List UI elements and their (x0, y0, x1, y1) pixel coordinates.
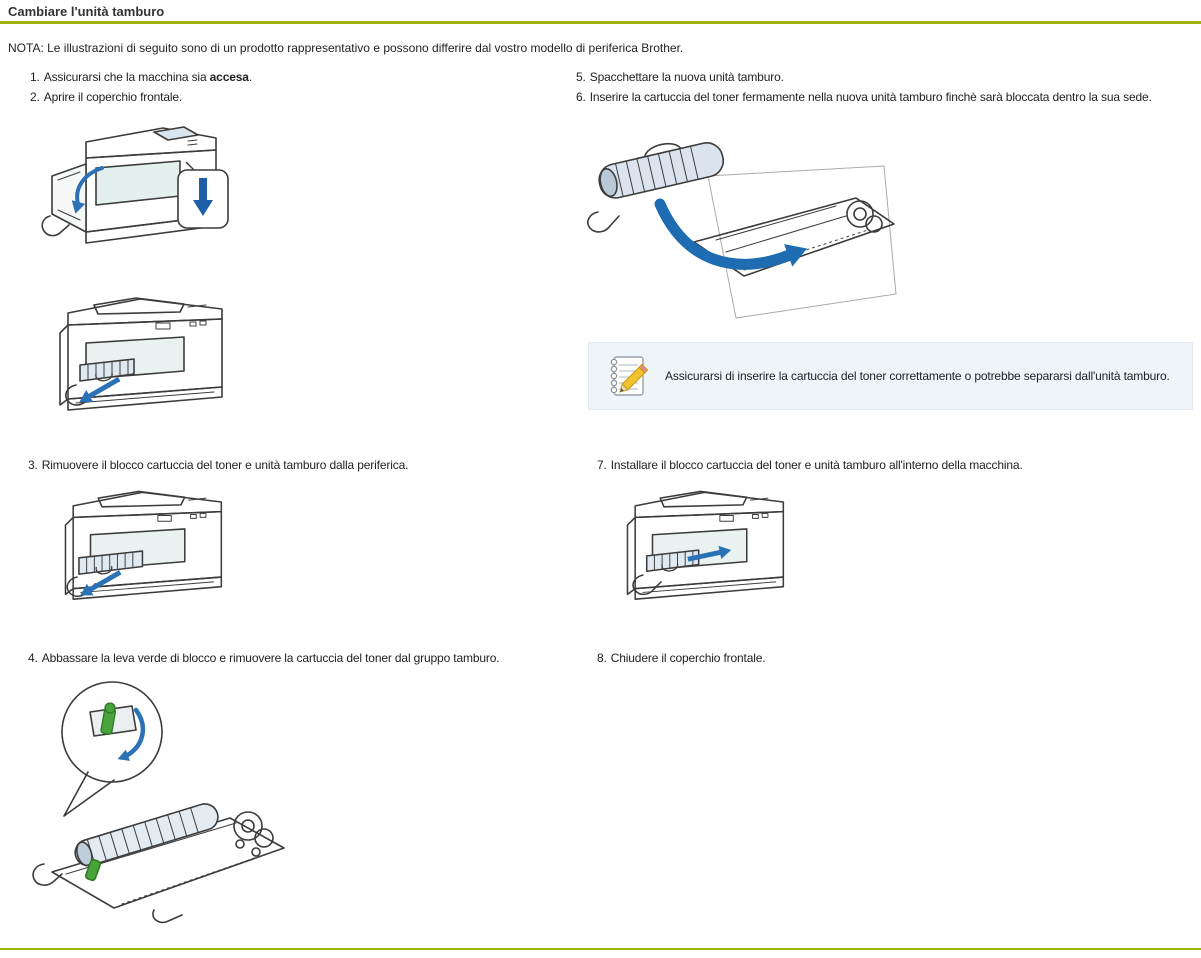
remove-direction-arrow-icon (80, 570, 122, 596)
green-lock-lever-icon (100, 702, 117, 735)
illustration-insert-toner (568, 112, 898, 332)
printer-pull-open-drawing (59, 297, 223, 411)
step-2-text: Aprire il coperchio frontale. (43, 90, 183, 104)
step-2: 2.Aprire il coperchio frontale. (30, 90, 182, 104)
drum-lever-drawing (32, 681, 285, 924)
note-callout: Assicurarsi di inserire la cartuccia del… (588, 342, 1193, 410)
step-4-text: Abbassare la leva verde di blocco e rimu… (41, 651, 500, 665)
step-2-number: 2. (30, 90, 40, 104)
illustration-remove-assembly (36, 477, 246, 629)
step-6: 6.Inserire la cartuccia del toner fermam… (576, 90, 1152, 104)
step-1-number: 1. (30, 70, 40, 84)
note-text: NOTA: Le illustrazioni di seguito sono d… (8, 41, 684, 55)
step-8: 8.Chiudere il coperchio frontale. (597, 651, 766, 665)
illustration-install-assembly (598, 477, 808, 629)
step-7: 7.Installare il blocco cartuccia del ton… (597, 458, 1023, 472)
open-direction-arrow-icon (71, 166, 104, 214)
step-1-text: Assicurarsi che la macchina sia accesa. (43, 70, 252, 84)
illustration-printer-front-open (36, 283, 241, 441)
step-3: 3.Rimuovere il blocco cartuccia del tone… (28, 458, 408, 472)
bottom-divider (0, 948, 1201, 950)
pull-out-arrow-icon (79, 376, 121, 403)
step-5: 5.Spacchettare la nuova unità tamburo. (576, 70, 784, 84)
insert-direction-arrow-icon (654, 198, 808, 270)
step-3-text: Rimuovere il blocco cartuccia del toner … (41, 458, 409, 472)
printer-remove-drawing (64, 490, 223, 600)
step-8-text: Chiudere il coperchio frontale. (610, 651, 766, 665)
insert-toner-drawing (587, 142, 897, 319)
step-7-text: Installare il blocco cartuccia del toner… (610, 458, 1023, 472)
illustration-green-lever-drum (26, 668, 316, 943)
install-direction-arrow-icon (687, 545, 732, 562)
notebook-pencil-icon (610, 356, 649, 396)
step-6-number: 6. (576, 90, 586, 104)
lever-rotate-arrow-icon (117, 707, 146, 761)
step-8-number: 8. (597, 651, 607, 665)
title-divider (0, 21, 1201, 24)
step-3-number: 3. (28, 458, 38, 472)
step-6-text: Inserire la cartuccia del toner fermamen… (589, 90, 1152, 104)
step-5-text: Spacchettare la nuova unità tamburo. (589, 70, 784, 84)
printer-install-drawing (626, 490, 785, 600)
step-7-number: 7. (597, 458, 607, 472)
illustration-open-front-cover (38, 112, 233, 274)
step-1: 1.Assicurarsi che la macchina sia accesa… (30, 70, 252, 84)
inset-detail-bubble (177, 161, 229, 229)
printer-open-cover-drawing (41, 126, 229, 244)
step-4: 4.Abbassare la leva verde di blocco e ri… (28, 651, 500, 665)
page-title: Cambiare l'unità tamburo (8, 4, 165, 19)
step-5-number: 5. (576, 70, 586, 84)
note-callout-text: Assicurarsi di inserire la cartuccia del… (665, 369, 1170, 383)
step-4-number: 4. (28, 651, 38, 665)
press-down-arrow-icon (193, 178, 213, 216)
